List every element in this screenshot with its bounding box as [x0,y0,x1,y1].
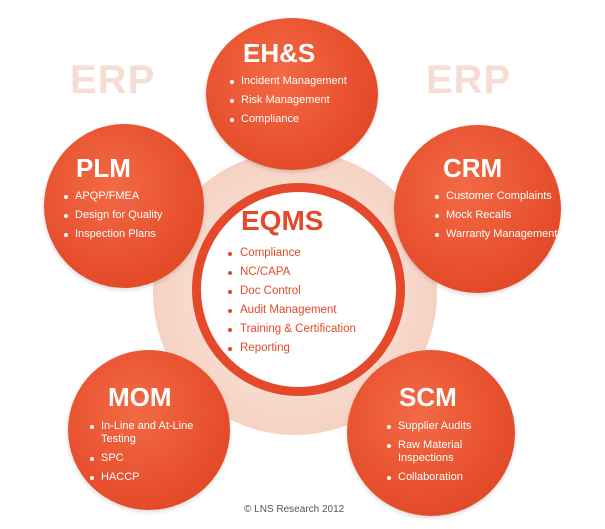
plm-item: Inspection Plans [62,228,172,241]
mom-list: In-Line and At-Line Testing SPC HACCP [88,420,208,490]
mom-title: MOM [108,382,172,412]
ehs-list: Incident Management Risk Management Comp… [228,75,347,132]
eqms-item: NC/CAPA [226,266,356,279]
eqms-title: EQMS [241,205,324,236]
plm-item: APQP/FMEA [62,190,172,203]
ehs-item: Compliance [228,113,347,126]
eqms-list: Compliance NC/CAPA Doc Control Audit Man… [226,247,356,361]
node-crm [394,125,561,293]
node-mom [68,350,230,510]
crm-title: CRM [443,153,503,183]
plm-title: PLM [76,153,131,183]
plm-item: Design for Quality [62,209,172,222]
erp-label-right: ERP [426,58,512,102]
mom-item: HACCP [88,471,208,484]
crm-item: Customer Complaints [433,190,558,203]
scm-item: Raw Material Inspections [385,439,500,465]
crm-item: Warranty Management [433,228,558,241]
node-plm [44,124,204,288]
ehs-item: Risk Management [228,94,347,107]
ehs-item: Incident Management [228,75,347,88]
mom-item: SPC [88,452,208,465]
node-ehs [206,18,378,170]
center-core [201,192,396,387]
copyright-notice: © LNS Research 2012 [244,504,345,515]
ehs-title: EH&S [243,38,316,68]
mom-item: In-Line and At-Line Testing [88,420,208,446]
node-scm [347,350,515,516]
erp-label-left: ERP [70,58,156,102]
crm-item: Mock Recalls [433,209,558,222]
eqms-item: Training & Certification [226,323,356,336]
plm-list: APQP/FMEA Design for Quality Inspection … [62,190,172,247]
crm-list: Customer Complaints Mock Recalls Warrant… [433,190,558,247]
eqms-item: Compliance [226,247,356,260]
eqms-item: Audit Management [226,304,356,317]
scm-list: Supplier Audits Raw Material Inspections… [385,420,500,490]
eqms-item: Reporting [226,342,356,355]
eqms-item: Doc Control [226,285,356,298]
scm-item: Collaboration [385,471,500,484]
scm-title: SCM [399,382,457,412]
scm-item: Supplier Audits [385,420,500,433]
